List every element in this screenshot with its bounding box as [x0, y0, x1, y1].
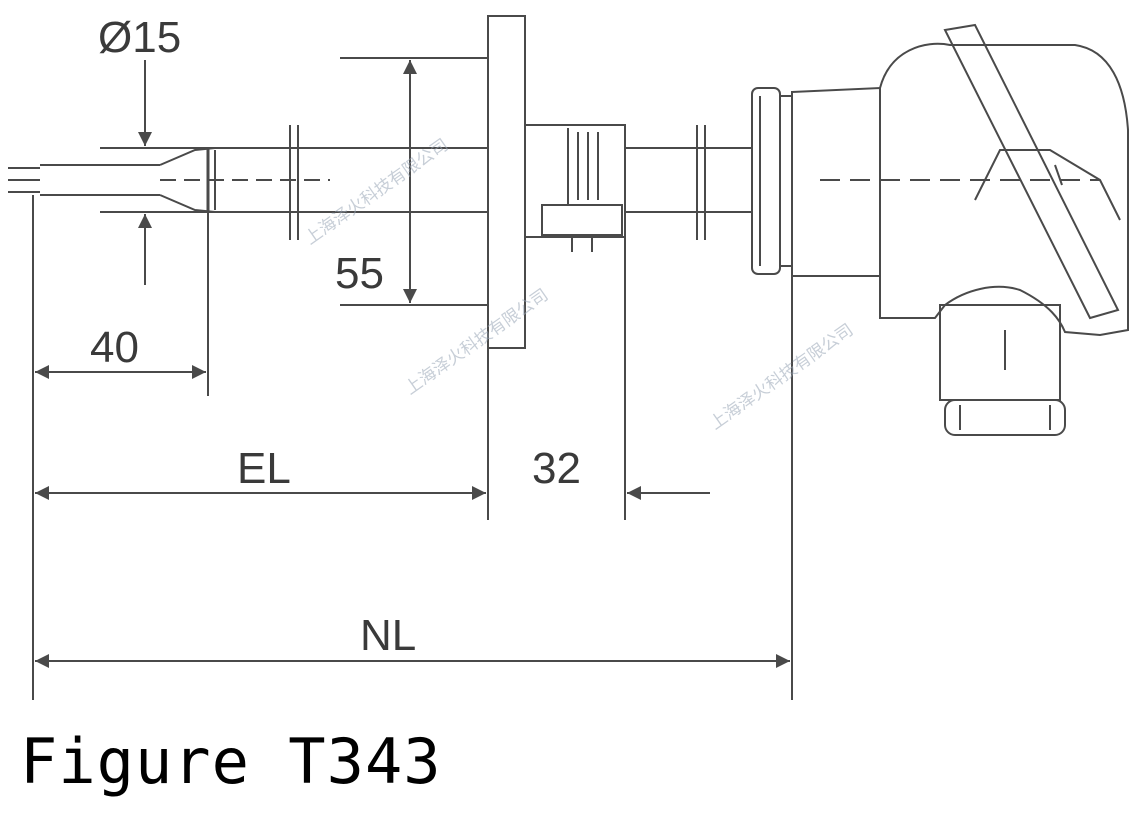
probe-stem — [160, 125, 488, 240]
figure-caption: Figure T343 — [20, 725, 442, 798]
flange — [487, 15, 526, 349]
immersion-length-label: EL — [237, 444, 291, 493]
wire-leads — [8, 167, 40, 193]
nominal-length-label: NL — [360, 611, 416, 660]
compression-fitting — [524, 124, 626, 252]
watermark-text: 上海泽火科技有限公司 — [706, 320, 857, 434]
watermark-text: 上海泽火科技有限公司 — [301, 135, 452, 249]
flange-offset-label: 32 — [532, 444, 581, 493]
hex-nut — [751, 87, 793, 275]
watermark-text: 上海泽火科技有限公司 — [401, 285, 552, 399]
extension-tube — [625, 125, 752, 240]
watermark: 上海泽火科技有限公司 上海泽火科技有限公司 上海泽火科技有限公司 — [301, 135, 857, 434]
dimension-lines — [35, 60, 790, 668]
tip-length-label: 40 — [90, 323, 139, 372]
flange-height-label: 55 — [335, 249, 384, 298]
extension-lines — [32, 57, 793, 700]
diameter-label: Ø15 — [98, 13, 181, 62]
connection-head — [791, 23, 1129, 436]
